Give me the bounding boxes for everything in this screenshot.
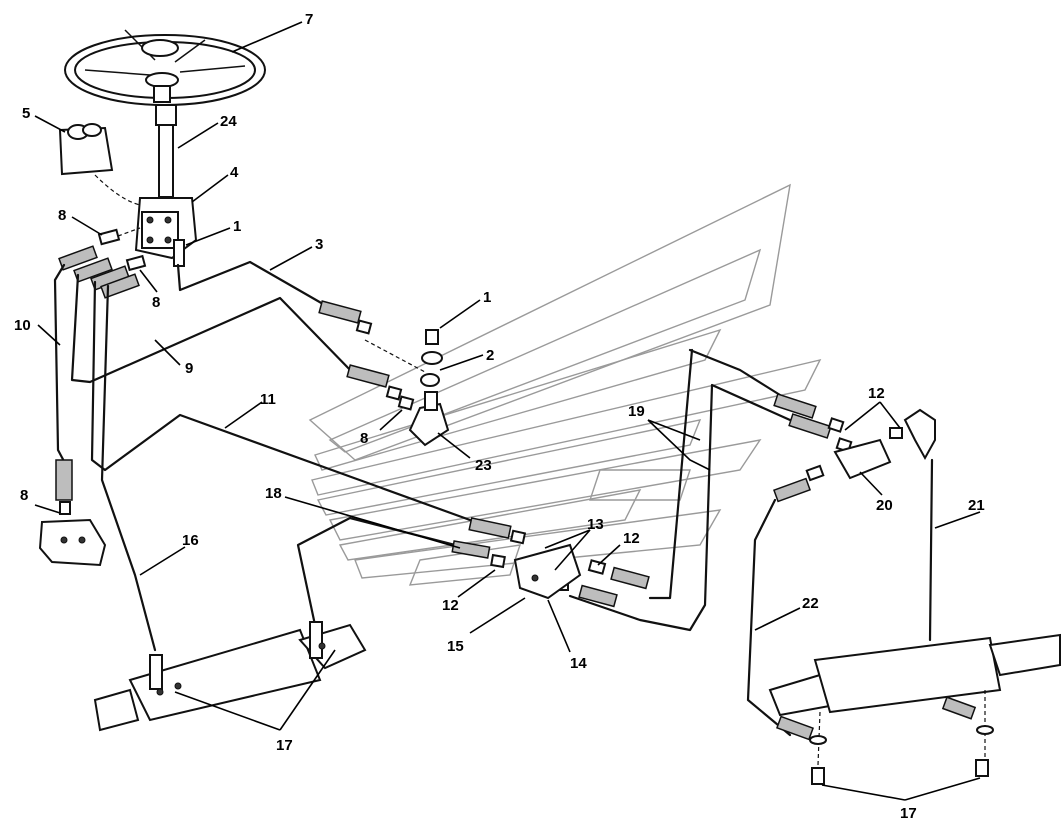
callout-17: 17 xyxy=(276,737,293,754)
steering-cylinder-right xyxy=(768,633,1061,785)
callout-1: 1 xyxy=(233,218,241,235)
callout-7: 7 xyxy=(305,11,313,28)
steering-wheel xyxy=(64,29,266,106)
callout-8: 8 xyxy=(152,294,160,311)
mounting-bracket xyxy=(38,518,107,567)
callout-8: 8 xyxy=(58,207,66,224)
callout-23: 23 xyxy=(475,457,492,474)
callout-21: 21 xyxy=(968,497,985,514)
callout-11: 11 xyxy=(260,391,276,408)
callout-20: 20 xyxy=(876,497,893,514)
callout-8: 8 xyxy=(20,487,28,504)
tee-block xyxy=(408,329,450,447)
callout-14: 14 xyxy=(570,655,587,672)
leader-lines xyxy=(34,21,981,801)
callout-2: 2 xyxy=(486,347,494,364)
tee-block-20 xyxy=(833,438,892,480)
callout-12: 12 xyxy=(442,597,459,614)
watermark-logo xyxy=(308,183,822,586)
callout-19: 19 xyxy=(628,403,645,420)
distribution-block xyxy=(513,543,582,600)
hydraulic-hoses xyxy=(53,260,934,737)
callout-labels: 7 24 5 4 8 1 3 8 10 9 1 2 11 8 23 19 12 … xyxy=(14,11,985,822)
callout-3: 3 xyxy=(315,236,323,253)
callout-9: 9 xyxy=(185,360,193,377)
callout-13: 13 xyxy=(587,516,604,533)
steering-unit-fittings xyxy=(97,227,147,272)
steering-column xyxy=(155,104,177,198)
seal-kit-bag xyxy=(58,123,141,206)
callout-24: 24 xyxy=(220,113,237,130)
callout-15: 15 xyxy=(447,638,464,655)
callout-17: 17 xyxy=(900,805,917,822)
callout-5: 5 xyxy=(22,105,30,122)
callout-1: 1 xyxy=(483,289,491,306)
callout-10: 10 xyxy=(14,317,31,334)
hose-end-fittings xyxy=(55,300,936,608)
callout-4: 4 xyxy=(230,164,239,181)
callout-12: 12 xyxy=(868,385,885,402)
callout-22: 22 xyxy=(802,595,819,612)
hose-ends-upper-left xyxy=(58,245,140,299)
callout-8: 8 xyxy=(360,430,368,447)
callout-16: 16 xyxy=(182,532,199,549)
callout-18: 18 xyxy=(265,485,282,502)
steering-unit xyxy=(134,197,198,267)
steering-cylinder-left xyxy=(93,621,367,732)
callout-12: 12 xyxy=(623,530,640,547)
